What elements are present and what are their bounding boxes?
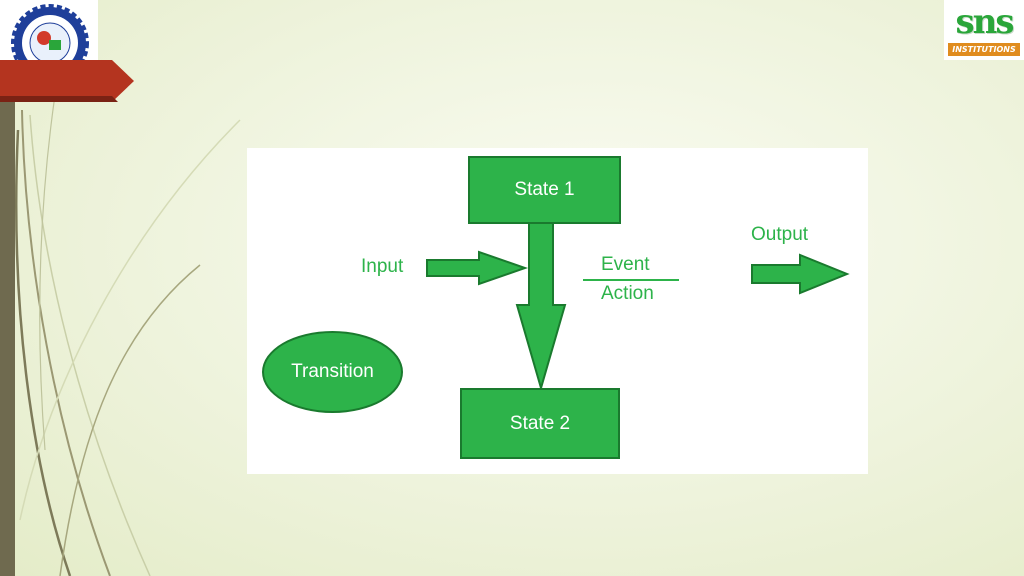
action-label: Action — [601, 283, 654, 304]
institution-logo-subtitle: INSTITUTIONS — [948, 43, 1020, 56]
state-transition-diagram: State 1 State 2 Input Event Action Outpu… — [247, 148, 868, 474]
input-arrow — [426, 250, 529, 286]
state-2-label: State 2 — [509, 412, 571, 434]
diagram-shapes — [426, 221, 850, 392]
transition-down-arrow — [515, 221, 567, 392]
output-label: Output — [751, 224, 809, 245]
transition-ellipse: Transition — [262, 331, 403, 413]
red-header-tab — [0, 60, 134, 102]
state-1-box: State 1 — [468, 156, 621, 224]
state-2-box: State 2 — [460, 388, 620, 459]
institution-logo: sns INSTITUTIONS — [944, 0, 1024, 60]
left-accent-bar — [0, 100, 15, 576]
input-label: Input — [361, 256, 404, 277]
output-arrow — [751, 253, 850, 295]
institution-logo-brand: sns — [955, 2, 1014, 42]
state-1-label: State 1 — [514, 179, 575, 200]
transition-label: Transition — [291, 361, 374, 382]
event-label: Event — [601, 254, 650, 275]
